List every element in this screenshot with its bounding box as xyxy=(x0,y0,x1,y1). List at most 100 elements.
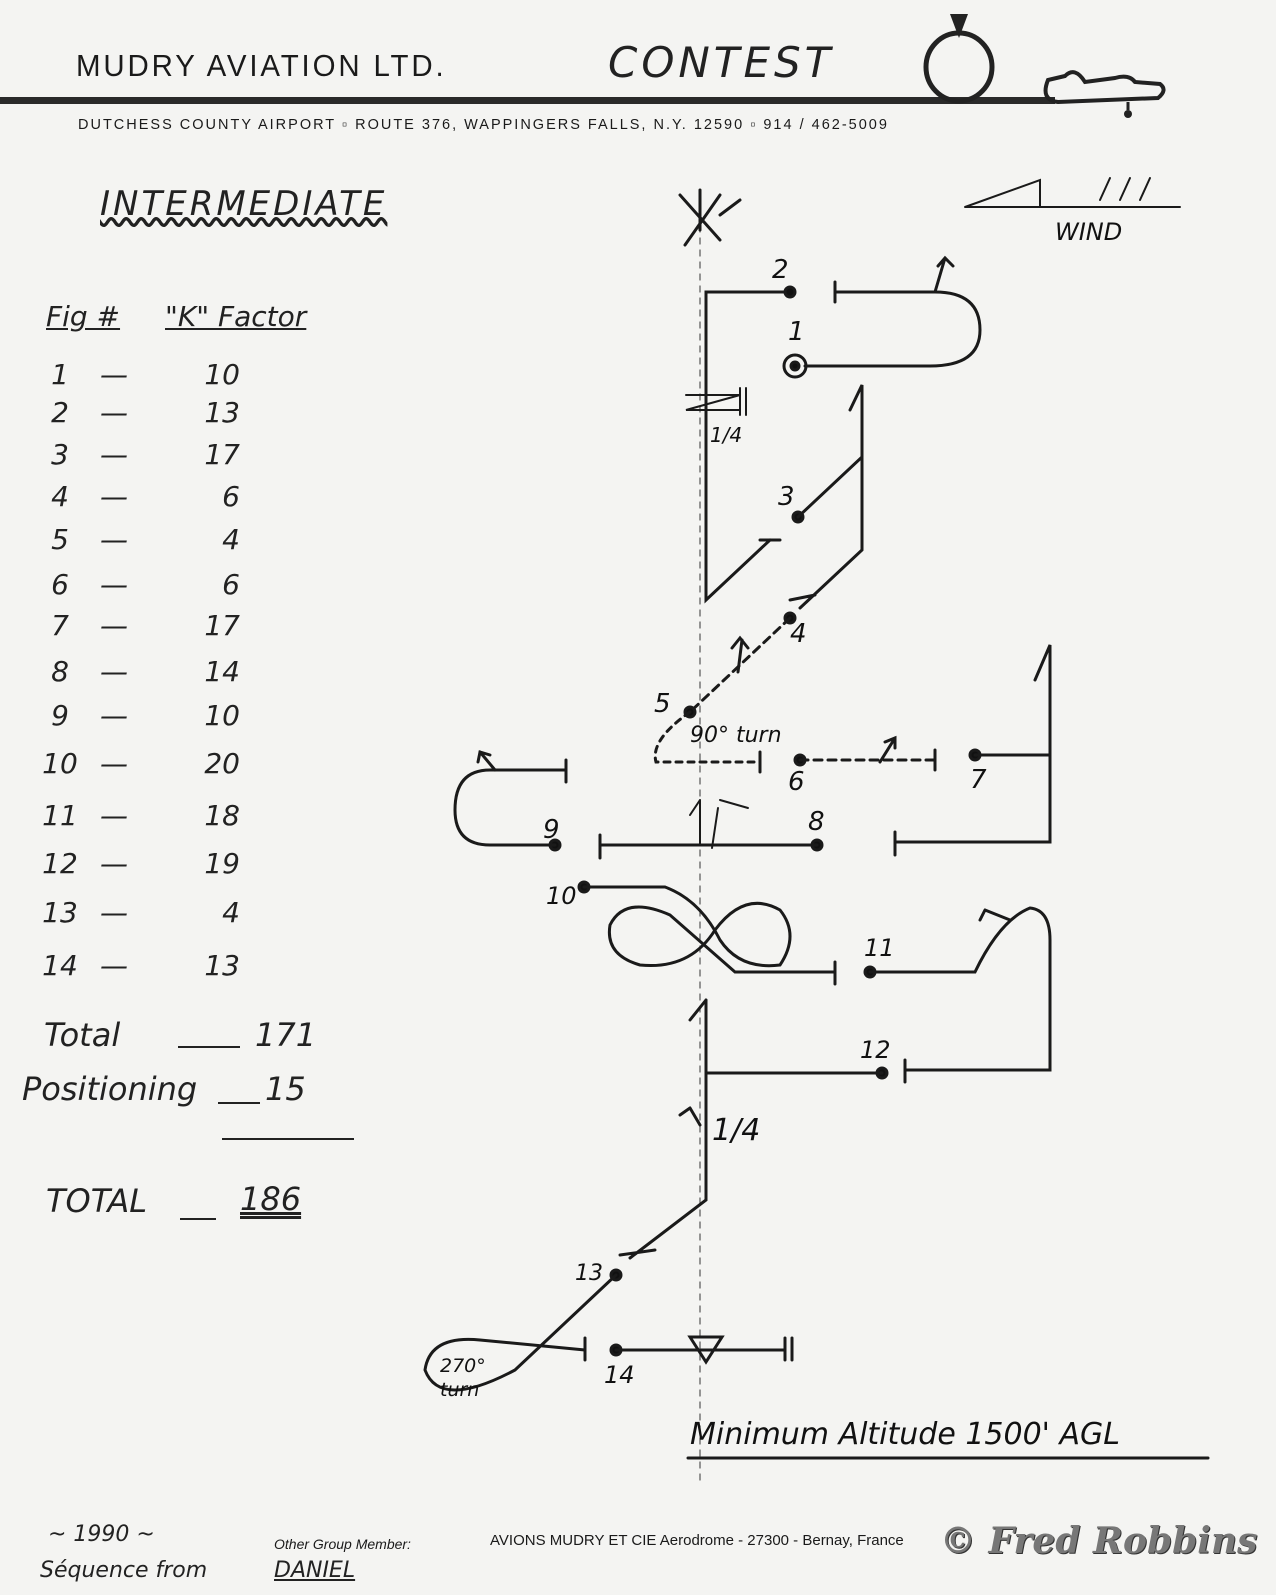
k-factor: 13 xyxy=(204,949,240,982)
fig-label: 6 xyxy=(788,767,805,797)
positioning-value: 15 xyxy=(265,1070,306,1108)
dash: — xyxy=(100,896,128,929)
positioning-dash xyxy=(218,1102,260,1104)
dash: — xyxy=(100,396,128,429)
fig-number: 12 xyxy=(42,847,78,880)
dash: — xyxy=(100,358,128,391)
level-heading: INTERMEDIATE xyxy=(100,184,388,224)
total-dash xyxy=(178,1046,240,1048)
dash: — xyxy=(100,949,128,982)
fig-number: 10 xyxy=(42,747,78,780)
french-address: AVIONS MUDRY ET CIE Aerodrome - 27300 - … xyxy=(490,1532,904,1549)
dash: — xyxy=(100,699,128,732)
k-factor-column-header: "K" Factor xyxy=(165,300,307,333)
k-factor: 6 xyxy=(222,480,240,513)
fig-number: 5 xyxy=(51,523,69,556)
grand-total-dash xyxy=(180,1218,216,1220)
quarter-roll-label: 1/4 xyxy=(712,1113,760,1148)
fig14-line xyxy=(614,1335,794,1365)
fig-label: 12 xyxy=(860,1036,891,1064)
turn-270-label: turn xyxy=(440,1379,479,1401)
quarter-roll-label: 1/4 xyxy=(710,423,742,447)
k-factor: 17 xyxy=(204,438,240,471)
grand-total-label: TOTAL xyxy=(46,1182,148,1220)
fig-number: 3 xyxy=(51,438,69,471)
fig-label: 3 xyxy=(778,482,795,512)
fig-label: 7 xyxy=(970,765,987,795)
fig-number: 13 xyxy=(42,896,78,929)
fig-column-header: Fig # xyxy=(46,300,121,333)
letterhead-rule xyxy=(0,97,1055,104)
dash: — xyxy=(100,438,128,471)
company-name: MUDRY AVIATION LTD. xyxy=(76,48,447,83)
mudry-logo-icon xyxy=(923,14,1166,118)
wind-arrow-icon xyxy=(964,177,1181,208)
k-factor: 19 xyxy=(204,847,240,880)
fig-label: 2 xyxy=(772,255,789,285)
fig-number: 7 xyxy=(51,609,69,642)
fig-label: 11 xyxy=(864,934,895,962)
other-group-label: Other Group Member: xyxy=(274,1536,411,1552)
fig13-turn xyxy=(423,1273,618,1392)
k-factor: 18 xyxy=(204,799,240,832)
member-name: DANIEL xyxy=(274,1558,356,1583)
k-factor: 17 xyxy=(204,609,240,642)
dash: — xyxy=(100,747,128,780)
fig10-eight xyxy=(582,885,837,986)
handwritten-contest-title: CONTEST xyxy=(608,38,835,87)
k-factor: 4 xyxy=(222,523,240,556)
fig-number: 2 xyxy=(51,396,69,429)
fig-label: 5 xyxy=(654,689,671,719)
dash: — xyxy=(100,480,128,513)
minimum-altitude-note: Minimum Altitude 1500' AGL xyxy=(690,1417,1120,1452)
fig2-line xyxy=(704,290,792,604)
dash: — xyxy=(100,655,128,688)
wind-label: WIND xyxy=(1055,218,1122,246)
fig-number: 6 xyxy=(51,568,69,601)
start-x-icon xyxy=(678,188,742,247)
snap-roll-icon xyxy=(685,387,747,416)
positioning-label: Positioning xyxy=(22,1070,198,1108)
fig-label: 9 xyxy=(543,815,560,845)
total-value: 171 xyxy=(255,1016,317,1054)
copyright-watermark: © Fred Robbins xyxy=(940,1520,1258,1562)
grand-total-value: 186 xyxy=(240,1180,302,1218)
sum-rule xyxy=(222,1138,354,1140)
k-factor: 6 xyxy=(222,568,240,601)
turn-90-label: 90° turn xyxy=(690,723,782,748)
k-factor: 10 xyxy=(204,699,240,732)
dash: — xyxy=(100,609,128,642)
fig-label: 8 xyxy=(808,807,825,837)
fig-number: 11 xyxy=(42,799,78,832)
fig1-loop xyxy=(803,280,982,368)
k-factor: 14 xyxy=(204,655,240,688)
total-label: Total xyxy=(44,1016,121,1054)
dash: — xyxy=(100,523,128,556)
turn-270-label: 270° xyxy=(440,1355,486,1377)
fig-number: 4 xyxy=(51,480,69,513)
fig11-line xyxy=(868,906,1052,1084)
fig-label: 10 xyxy=(546,882,577,910)
fig12-line xyxy=(618,998,884,1260)
k-factor: 10 xyxy=(204,358,240,391)
year-note: ~ 1990 ~ xyxy=(48,1522,155,1547)
dash: — xyxy=(100,568,128,601)
fig-label: 13 xyxy=(575,1261,603,1286)
dash: — xyxy=(100,799,128,832)
fig-label: 14 xyxy=(604,1361,635,1389)
fig-number: 9 xyxy=(51,699,69,732)
fig-label: 1 xyxy=(788,317,805,347)
fig-number: 1 xyxy=(51,358,69,391)
fig7-line xyxy=(893,644,1052,857)
dash: — xyxy=(100,847,128,880)
k-factor: 4 xyxy=(222,896,240,929)
fig3-line xyxy=(788,384,864,610)
sequence-from-note: Séquence from xyxy=(40,1558,208,1583)
fig-label: 4 xyxy=(790,619,807,649)
fig-number: 8 xyxy=(51,655,69,688)
k-factor: 13 xyxy=(204,396,240,429)
fig-number: 14 xyxy=(42,949,78,982)
k-factor: 20 xyxy=(204,747,240,780)
fig9-loop xyxy=(453,758,568,847)
